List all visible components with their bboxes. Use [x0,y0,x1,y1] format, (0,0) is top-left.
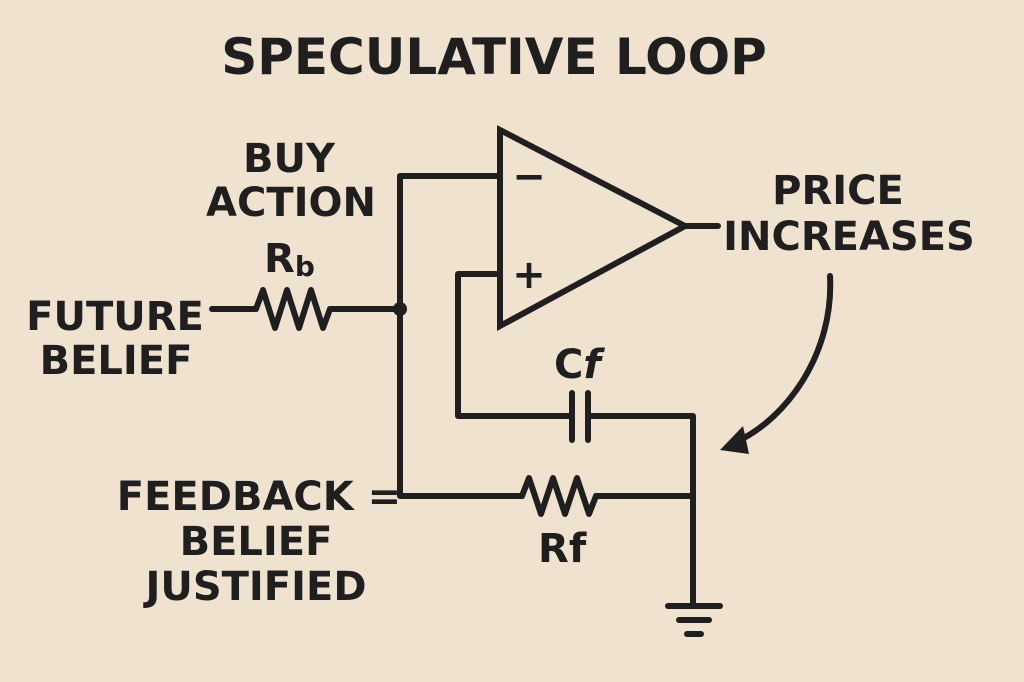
future-belief-label: FUTURE BELIEF [26,294,204,384]
svg-text:INCREASES: INCREASES [723,214,975,260]
svg-text:FEEDBACK =: FEEDBACK = [117,474,401,520]
svg-text:ACTION: ACTION [206,180,376,226]
curved-arrow [733,273,834,445]
feedback-label: FEEDBACK = BELIEF JUSTIFIED [117,474,401,610]
svg-text:FUTURE: FUTURE [26,294,204,340]
diagram-title: SPECULATIVE LOOP [221,28,766,86]
svg-text:PRICE: PRICE [772,168,904,214]
op-amp-symbol [497,125,692,332]
svg-text:BUY: BUY [243,136,336,182]
svg-text:JUSTIFIED: JUSTIFIED [142,564,366,610]
input-wire [209,287,403,331]
feedback-resistor-path [397,306,525,499]
arrow-head-icon [720,426,749,454]
price-increases-label: PRICE INCREASES [723,168,975,260]
svg-text:BELIEF: BELIEF [180,519,333,565]
ground-symbol [665,603,723,637]
input-resistor-symbol [253,287,333,331]
capacitor-feedback-path [455,271,575,419]
svg-text:BELIEF: BELIEF [40,338,193,384]
plus-sign: + [512,252,546,298]
input-resistor-label: Rb [264,236,315,283]
feedback-capacitor-label: Cf [554,342,605,388]
buy-action-label: BUY ACTION [206,136,376,226]
minus-sign: − [512,154,546,200]
feedback-resistor-symbol [519,475,599,517]
feedback-resistor-label: Rf [538,526,587,572]
inverting-input-wire [397,173,500,312]
